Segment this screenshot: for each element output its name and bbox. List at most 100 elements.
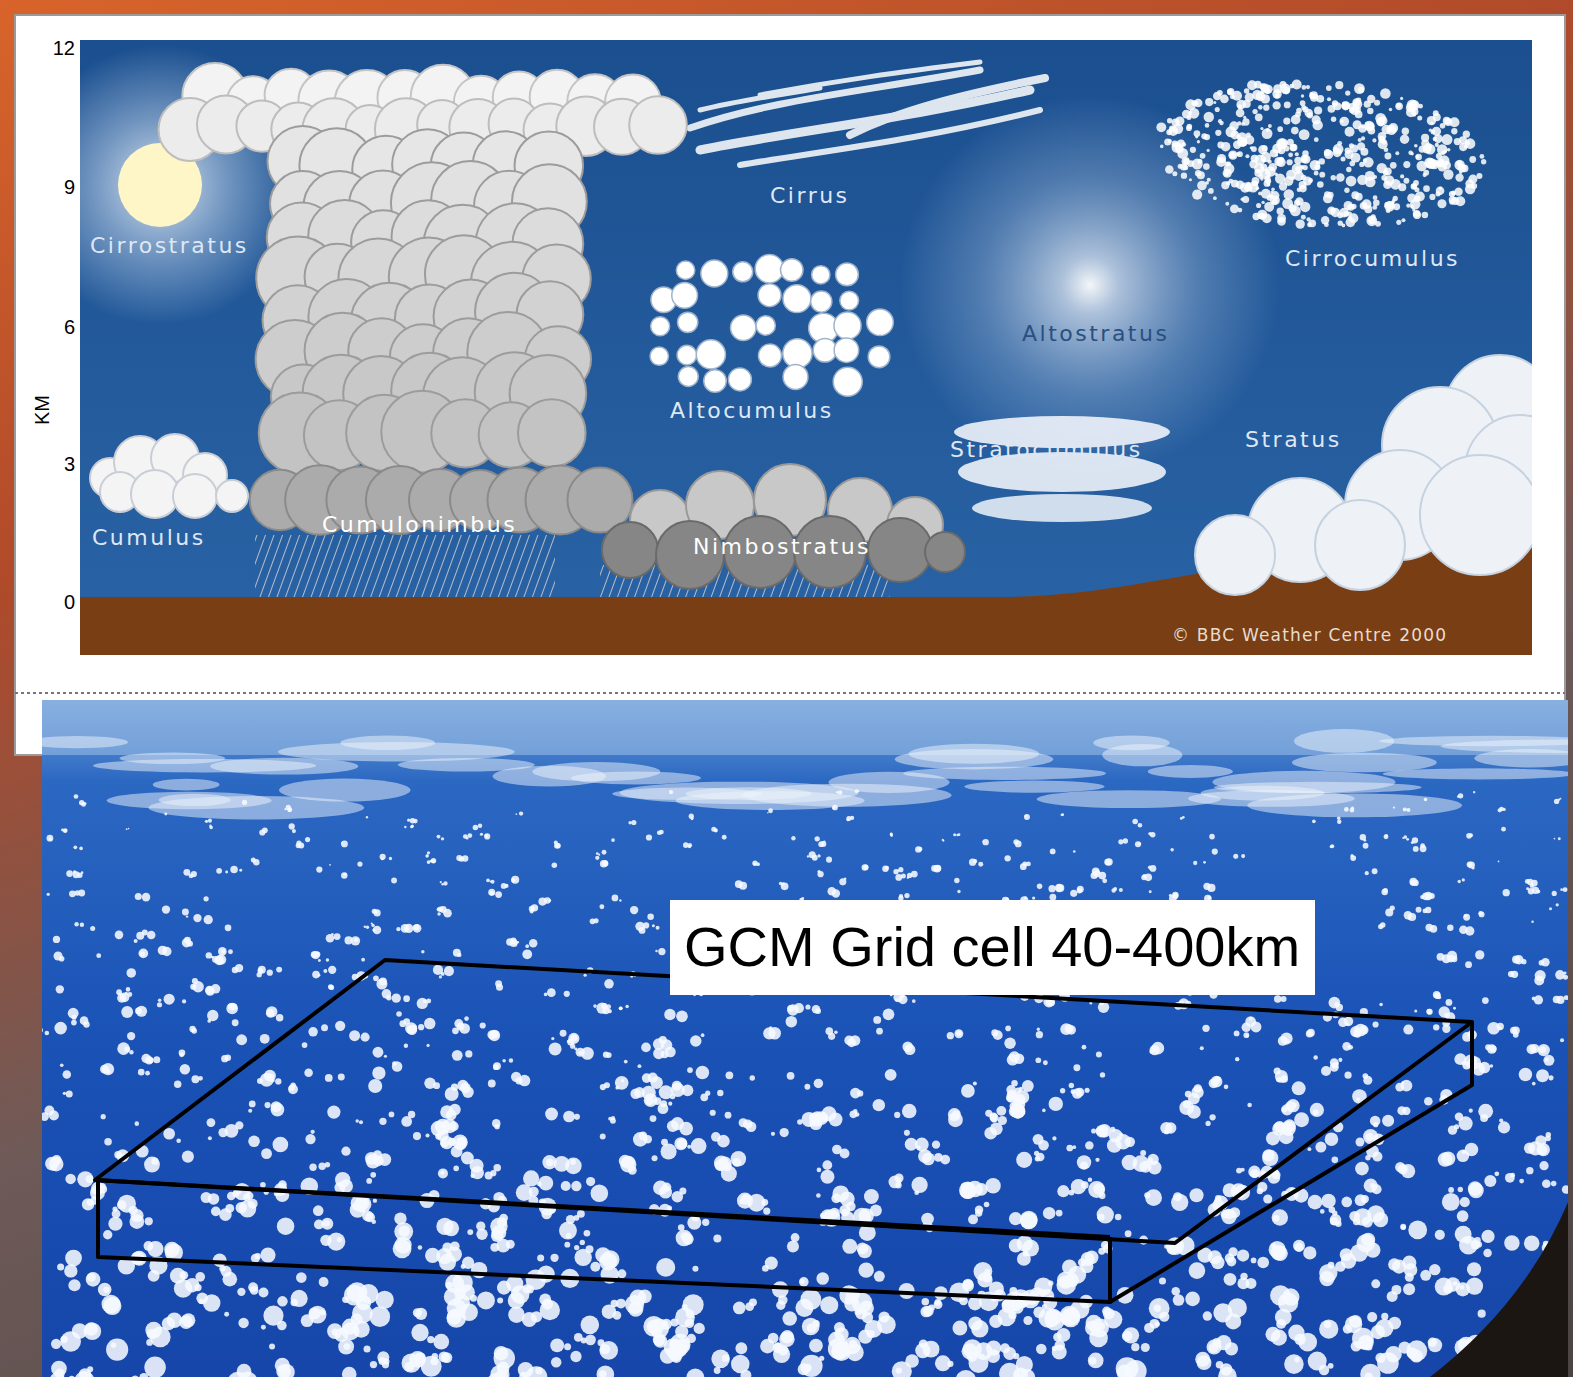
cumulus-puff <box>1337 819 1341 823</box>
cirrocumulus-speck <box>1324 150 1333 159</box>
cirrocumulus-speck <box>1256 203 1261 208</box>
cumulus-puff <box>638 1290 652 1304</box>
cumulus-puff <box>537 1254 544 1261</box>
cumulus-puff <box>361 958 365 962</box>
cirrocumulus-speck <box>1314 106 1322 114</box>
cumulus-puff <box>571 1181 581 1191</box>
cirrocumulus-speck <box>1342 101 1345 104</box>
altocumulus-puff <box>733 262 753 282</box>
cumulus-puff <box>1330 1214 1342 1226</box>
cumulus-puff <box>611 1116 615 1120</box>
cumulus-puff <box>454 1019 463 1028</box>
cirrocumulus-speck <box>1451 191 1456 196</box>
altocumulus-puff <box>868 346 890 368</box>
cumulus-puff <box>883 1008 895 1020</box>
cumulus-puff <box>261 1148 272 1159</box>
cumulus-puff <box>1061 813 1064 816</box>
cumulus-puff <box>1437 953 1445 961</box>
cirrocumulus-speck <box>1241 198 1245 202</box>
cumulus-puff <box>459 856 464 861</box>
cirrocumulus-speck <box>1406 204 1410 208</box>
cumulus-puff <box>54 1022 67 1035</box>
cumulus-puff <box>221 949 226 954</box>
cirrocumulus-speck <box>1324 149 1331 156</box>
tower-puff <box>518 399 586 467</box>
cumulus-puff <box>847 1038 856 1047</box>
cumulus-puff <box>1010 1103 1025 1118</box>
cirrocumulus-speck <box>1178 164 1183 169</box>
cumulus-puff <box>969 859 976 866</box>
cumulus-puff <box>421 950 424 953</box>
cirrocumulus-speck <box>1272 101 1280 109</box>
cumulus-puff <box>53 936 60 943</box>
cirrocumulus-speck <box>1449 199 1454 204</box>
cumulus-puff <box>580 1240 585 1245</box>
cirrocumulus-speck <box>1160 145 1164 149</box>
cumulus-puff <box>1185 1091 1192 1098</box>
cumulus-puff <box>1179 1100 1194 1115</box>
cirrocumulus-speck <box>1429 194 1435 200</box>
cumulus-puff <box>1149 890 1152 893</box>
cumulus-puff <box>982 839 988 845</box>
cirrocumulus-speck <box>1400 97 1403 100</box>
cirrocumulus-speck <box>1306 217 1310 221</box>
cumulus-puff <box>233 1183 250 1200</box>
cumulus-puff <box>232 967 238 973</box>
cirrocumulus-speck <box>1436 162 1441 167</box>
cumulus-puff <box>1066 1145 1073 1152</box>
cumulus-puff <box>831 1193 841 1203</box>
cumulus-puff <box>1319 1319 1338 1338</box>
cumulus-puff <box>438 1351 449 1362</box>
cirrocumulus-speck <box>1228 151 1237 160</box>
cumulus-puff <box>329 864 331 866</box>
cumulus-puff <box>598 854 600 856</box>
cumulus-puff <box>1457 1150 1470 1163</box>
cirrocumulus-speck <box>1381 139 1386 144</box>
cumulus-puff <box>1284 1354 1304 1374</box>
distant-cloud <box>398 758 535 772</box>
cumulus-puff <box>144 1157 160 1173</box>
cirrocumulus-speck <box>1197 171 1205 179</box>
nimbostratus-base <box>602 522 658 578</box>
cumulus-puff <box>1303 1246 1316 1259</box>
cumulus-puff <box>1274 995 1281 1002</box>
cumulus-puff <box>1115 1214 1122 1221</box>
cirrocumulus-speck <box>1344 188 1349 193</box>
cumulus-puff <box>1155 1321 1160 1326</box>
cirrocumulus-speck <box>1301 94 1304 97</box>
distant-cloud <box>1379 736 1568 746</box>
cumulus-puff <box>1236 1168 1242 1174</box>
cumulus-puff <box>1097 1213 1104 1220</box>
distant-cloud <box>612 788 762 800</box>
cumulus-puff <box>374 909 381 916</box>
cirrocumulus-speck <box>1175 116 1184 125</box>
cirrocumulus-speck <box>1410 199 1420 209</box>
cumulus-puff <box>1015 1113 1020 1118</box>
cumulus-puff <box>687 1145 691 1149</box>
cirrocumulus-speck <box>1411 152 1414 155</box>
cumulus-puff <box>858 1262 873 1277</box>
cirrocumulus-speck <box>1289 144 1296 151</box>
cumulus-puff <box>876 1028 883 1035</box>
cumulus-puff <box>1338 1058 1342 1062</box>
cirrocumulus-speck <box>1333 144 1344 155</box>
cumulus-puff <box>1043 1060 1048 1065</box>
altocumulus-puff <box>650 347 668 365</box>
cumulus-puff <box>1408 913 1416 921</box>
cirrocumulus-speck <box>1237 104 1242 109</box>
cirrocumulus-speck <box>1252 181 1258 187</box>
cirrocumulus-speck <box>1254 169 1262 177</box>
cumulus-puff <box>305 1134 315 1144</box>
cumulus-puff <box>389 1112 395 1118</box>
cirrocumulus-speck <box>1426 158 1437 169</box>
cirrocumulus-speck <box>1335 81 1343 89</box>
cumulus-puff <box>599 1370 607 1377</box>
cumulus-puff <box>952 1321 967 1336</box>
cumulus-puff <box>855 789 859 793</box>
cumulus-puff <box>101 1114 106 1119</box>
cumulus-puff <box>392 1061 403 1072</box>
cumulus-puff <box>1085 1141 1093 1149</box>
cumulus-puff <box>1180 817 1183 820</box>
cumulus-puff <box>829 1208 840 1219</box>
cumulus-puff <box>56 985 64 993</box>
